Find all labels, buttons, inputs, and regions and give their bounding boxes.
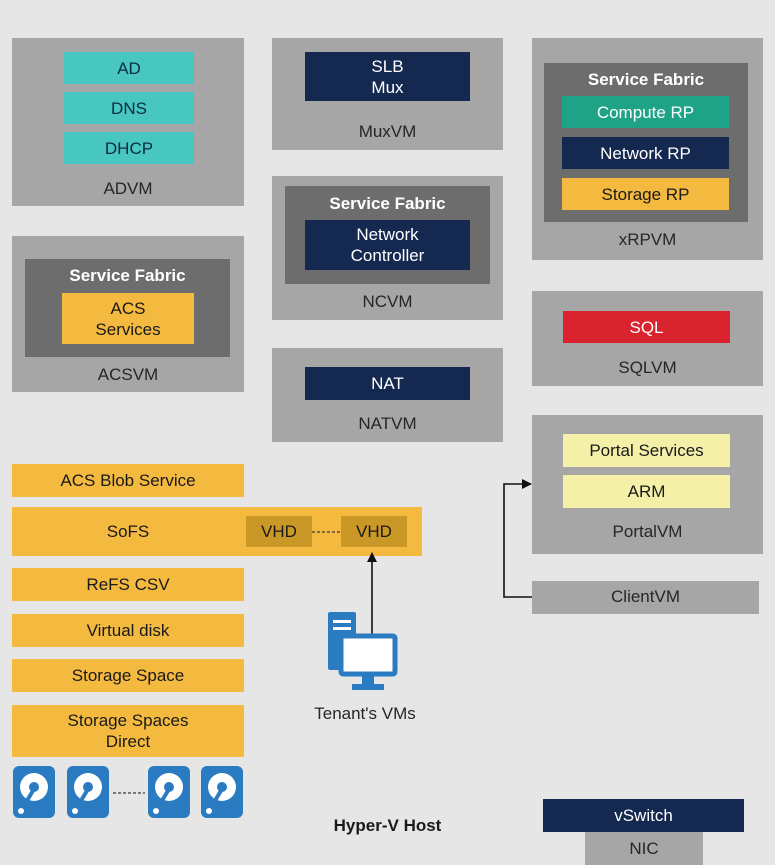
portal-services-box: Portal Services <box>563 434 730 467</box>
vswitch-box: vSwitch <box>543 799 744 832</box>
ncvm-service-fabric: Service Fabric Network Controller <box>285 186 490 284</box>
tenant-vms-icon <box>322 610 408 698</box>
xrpvm-fabric-title: Service Fabric <box>587 70 705 89</box>
xrpvm-label: xRPVM <box>618 230 677 249</box>
sql-box: SQL <box>563 311 730 343</box>
hyper-v-host-label: Hyper-V Host <box>333 816 442 835</box>
network-controller-box: Network Controller <box>305 220 470 270</box>
nat-box: NAT <box>305 367 470 400</box>
acsvm-label: ACSVM <box>97 365 159 384</box>
sqlvm-label: SQLVM <box>618 358 677 377</box>
ad-box: AD <box>64 52 194 84</box>
refs-csv-bar: ReFS CSV <box>12 568 244 601</box>
clientvm-to-portalvm-arrow <box>503 479 532 598</box>
muxvm-box: SLB Mux MuxVM <box>272 38 503 150</box>
dhcp-box: DHCP <box>64 132 194 164</box>
xrpvm-box: Service Fabric Compute RP Network RP Sto… <box>532 38 763 260</box>
ncvm-box: Service Fabric Network Controller NCVM <box>272 176 503 320</box>
clientvm-label: ClientVM <box>611 587 680 606</box>
acs-blob-service-bar: ACS Blob Service <box>12 464 244 497</box>
vhd-box-2: VHD <box>341 516 407 547</box>
clientvm-box: ClientVM <box>532 581 759 614</box>
tenant-vms-label: Tenant's VMs <box>314 704 416 723</box>
xrpvm-service-fabric: Service Fabric Compute RP Network RP Sto… <box>544 63 748 222</box>
compute-rp-box: Compute RP <box>562 96 729 128</box>
hard-disk-icon <box>147 765 191 819</box>
sofs-label: SoFS <box>106 522 150 541</box>
network-rp-box: Network RP <box>562 137 729 169</box>
arm-box: ARM <box>563 475 730 508</box>
advm-label: ADVM <box>103 179 153 198</box>
sofs-bar: SoFS VHD VHD <box>12 507 422 556</box>
dns-box: DNS <box>64 92 194 124</box>
storage-spaces-direct-bar: Storage Spaces Direct <box>12 705 244 757</box>
virtual-disk-bar: Virtual disk <box>12 614 244 647</box>
muxvm-label: MuxVM <box>358 122 417 141</box>
portalvm-box: Portal Services ARM PortalVM <box>532 415 763 554</box>
acs-services-box: ACS Services <box>62 293 194 344</box>
nic-box: NIC <box>585 832 703 865</box>
acsvm-fabric-title: Service Fabric <box>69 266 186 285</box>
storage-rp-box: Storage RP <box>562 178 729 210</box>
ncvm-label: NCVM <box>362 292 413 311</box>
hard-disk-icon <box>200 765 244 819</box>
hard-disk-icon <box>66 765 110 819</box>
portalvm-label: PortalVM <box>612 522 683 541</box>
storage-space-bar: Storage Space <box>12 659 244 692</box>
natvm-label: NATVM <box>358 414 417 433</box>
vhd-box-1: VHD <box>246 516 312 547</box>
hard-disk-icon <box>12 765 56 819</box>
advm-box: AD DNS DHCP ADVM <box>12 38 244 206</box>
ncvm-fabric-title: Service Fabric <box>329 194 446 213</box>
sqlvm-box: SQL SQLVM <box>532 291 763 386</box>
acsvm-box: Service Fabric ACS Services ACSVM <box>12 236 244 392</box>
natvm-box: NAT NATVM <box>272 348 503 442</box>
slb-mux-box: SLB Mux <box>305 52 470 101</box>
acsvm-service-fabric: Service Fabric ACS Services <box>25 259 230 357</box>
